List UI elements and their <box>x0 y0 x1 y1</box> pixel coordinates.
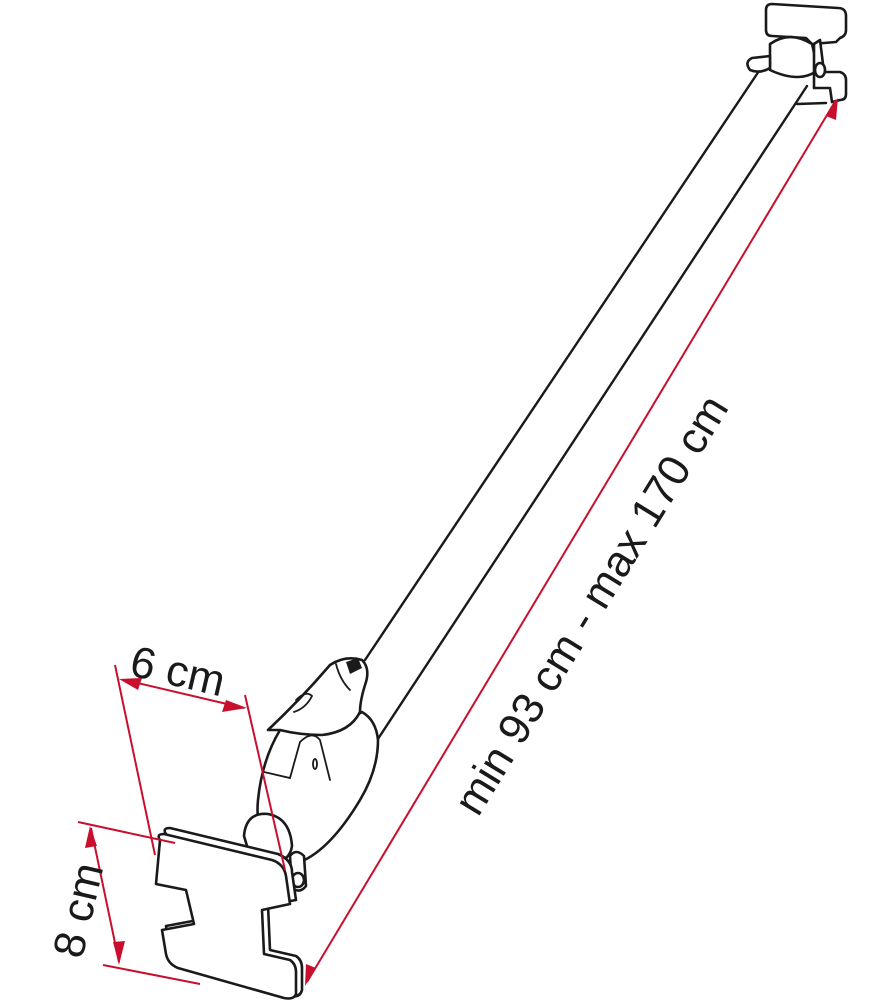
dimension-arrow-right <box>222 700 247 712</box>
dimension-arrow-top <box>85 826 97 848</box>
lower-clamp-joint <box>242 657 380 892</box>
length-arrow-top <box>826 98 838 120</box>
telescopic-tube <box>303 60 809 852</box>
dimension-width <box>114 664 286 871</box>
dimension-arrow-left <box>119 678 142 690</box>
dimension-height <box>77 821 201 985</box>
dimension-arrow-bottom <box>113 941 125 965</box>
length-label: min 93 cm - max 170 cm <box>445 387 738 823</box>
height-label: 8 cm <box>44 858 113 962</box>
dimension-length <box>305 98 838 986</box>
top-bracket <box>746 2 848 106</box>
bottom-mount-plate <box>154 826 304 1000</box>
width-label: 6 cm <box>126 637 230 706</box>
length-arrow-bottom <box>305 964 316 986</box>
